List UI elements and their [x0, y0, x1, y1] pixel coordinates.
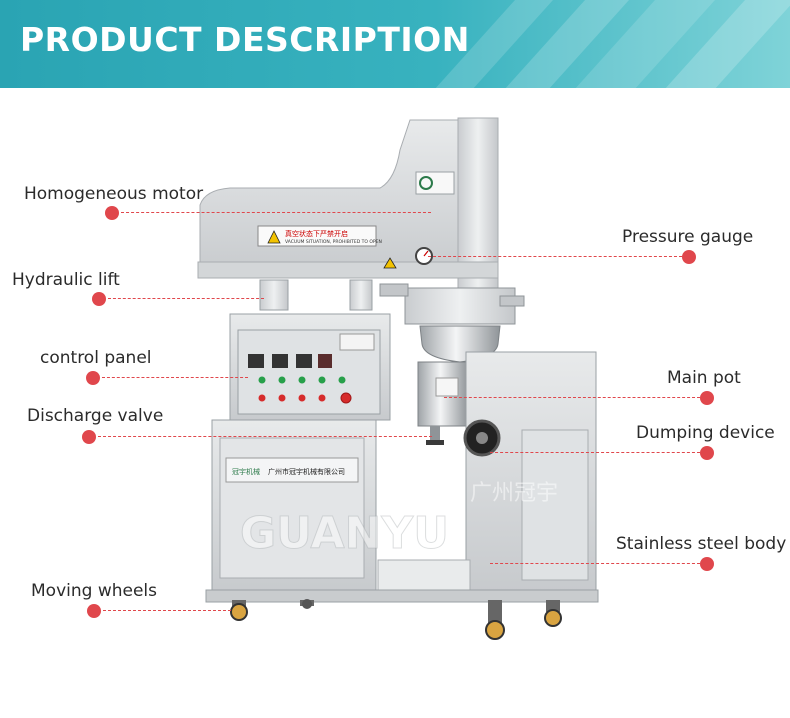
meter	[272, 354, 288, 368]
right-body-opening	[377, 559, 471, 593]
warning-sticker	[257, 225, 377, 247]
svg-text:冠宇机械: 冠宇机械	[232, 467, 260, 476]
hydraulic-cylinder	[349, 279, 373, 311]
leader-line	[428, 256, 682, 257]
caster-wheel	[300, 599, 314, 609]
caster-wheel	[230, 600, 248, 621]
emergency-stop-icon	[340, 392, 352, 404]
svg-text:真空状态下严禁开启: 真空状态下严禁开启	[285, 229, 348, 238]
leader-line	[102, 377, 248, 378]
watermark-cn: 广州冠宇	[470, 481, 558, 506]
leader-line	[121, 212, 431, 213]
right-panel-door	[521, 429, 589, 581]
marker-dot	[82, 430, 96, 444]
marker-dot	[700, 557, 714, 571]
company-plate	[225, 457, 359, 483]
panel-logo-plate	[339, 333, 375, 351]
indicator-light	[278, 394, 286, 402]
leader-line	[108, 298, 264, 299]
lift-column	[457, 117, 499, 309]
indicator-light	[338, 376, 346, 384]
leader-line	[490, 452, 700, 453]
indicator-light	[278, 376, 286, 384]
brand-plate	[415, 171, 455, 195]
label-stainless-steel-body: Stainless steel body	[616, 534, 787, 554]
label-hydraulic-lift: Hydraulic lift	[12, 270, 120, 290]
leader-line	[444, 397, 700, 398]
head-lower-band	[197, 261, 499, 279]
watermark: GUANYU	[240, 508, 449, 559]
meter	[248, 354, 264, 368]
marker-dot	[682, 250, 696, 264]
indicator-light	[258, 394, 266, 402]
indicator-light	[318, 376, 326, 384]
marker-dot	[105, 206, 119, 220]
indicator-light	[318, 394, 326, 402]
page-title: PRODUCT DESCRIPTION	[20, 20, 470, 59]
marker-dot	[87, 604, 101, 618]
hydraulic-cylinder	[259, 279, 289, 311]
caster-wheel	[544, 600, 562, 627]
pot-label	[435, 377, 459, 397]
marker-dot	[700, 446, 714, 460]
label-pressure-gauge: Pressure gauge	[622, 227, 754, 247]
label-control-panel: control panel	[40, 348, 152, 368]
meter	[318, 354, 332, 368]
svg-text:广州市冠宇机械有限公司: 广州市冠宇机械有限公司	[268, 467, 345, 476]
indicator-light	[298, 376, 306, 384]
svg-text:VACUUM SITUATION, PROHIBITED T: VACUUM SITUATION, PROHIBITED TO OPEN	[285, 239, 382, 245]
header-banner: PRODUCT DESCRIPTION	[0, 0, 790, 88]
leader-line	[490, 563, 700, 564]
warning-icon	[267, 230, 281, 244]
pot-lid	[404, 287, 516, 325]
label-discharge-valve: Discharge valve	[27, 406, 164, 426]
marker-dot	[92, 292, 106, 306]
label-homogeneous-motor: Homogeneous motor	[24, 184, 204, 204]
label-moving-wheels: Moving wheels	[31, 581, 157, 601]
label-dumping-device: Dumping device	[636, 423, 775, 443]
valve-fitting	[499, 295, 525, 307]
leader-line	[98, 436, 432, 437]
base-frame	[205, 589, 599, 603]
label-main-pot: Main pot	[667, 368, 741, 388]
indicator-light	[298, 394, 306, 402]
discharge-valve	[430, 426, 440, 442]
valve-fitting	[379, 283, 409, 297]
meter	[296, 354, 312, 368]
indicator-light	[258, 376, 266, 384]
caster-wheel	[485, 600, 505, 640]
warning-icon	[383, 257, 397, 269]
marker-dot	[86, 371, 100, 385]
brand-logo-icon	[419, 176, 433, 190]
leader-line	[103, 610, 231, 611]
marker-dot	[700, 391, 714, 405]
